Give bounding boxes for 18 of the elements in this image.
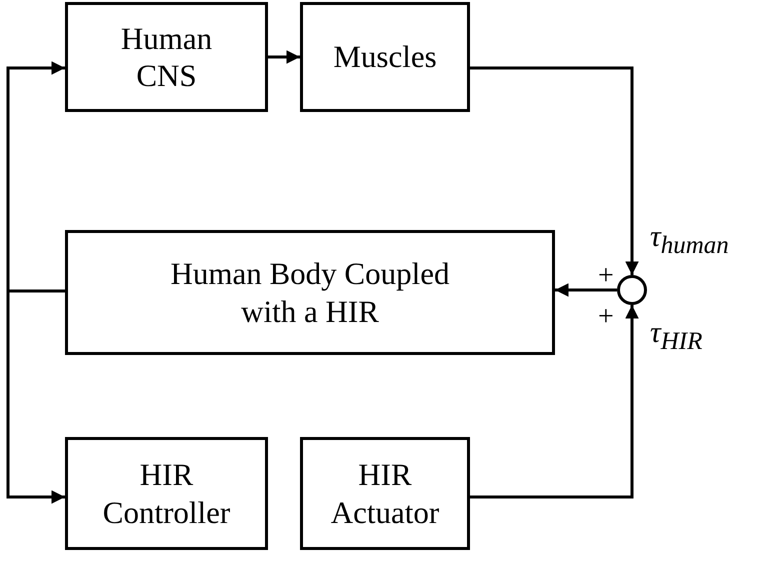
block-box: [300, 2, 470, 112]
sign-label: +: [598, 303, 614, 331]
block-box: [65, 437, 268, 550]
block-box: [300, 437, 470, 550]
block-label: Human Body Coupled with a HIR: [170, 255, 450, 330]
arrow: [6, 61, 65, 292]
sign-label: +: [598, 262, 614, 290]
arrow: [470, 305, 639, 498]
block-label: HIR Actuator: [330, 456, 440, 531]
block-box: [65, 230, 555, 355]
block-label: Human CNS: [120, 20, 214, 94]
block-label: Muscles: [333, 38, 437, 76]
arrow: [555, 283, 617, 297]
arrow: [470, 66, 639, 275]
block-box: [65, 2, 268, 112]
arrow: [268, 50, 300, 64]
arrow: [6, 290, 65, 504]
block-label: HIR Controller: [102, 456, 232, 531]
